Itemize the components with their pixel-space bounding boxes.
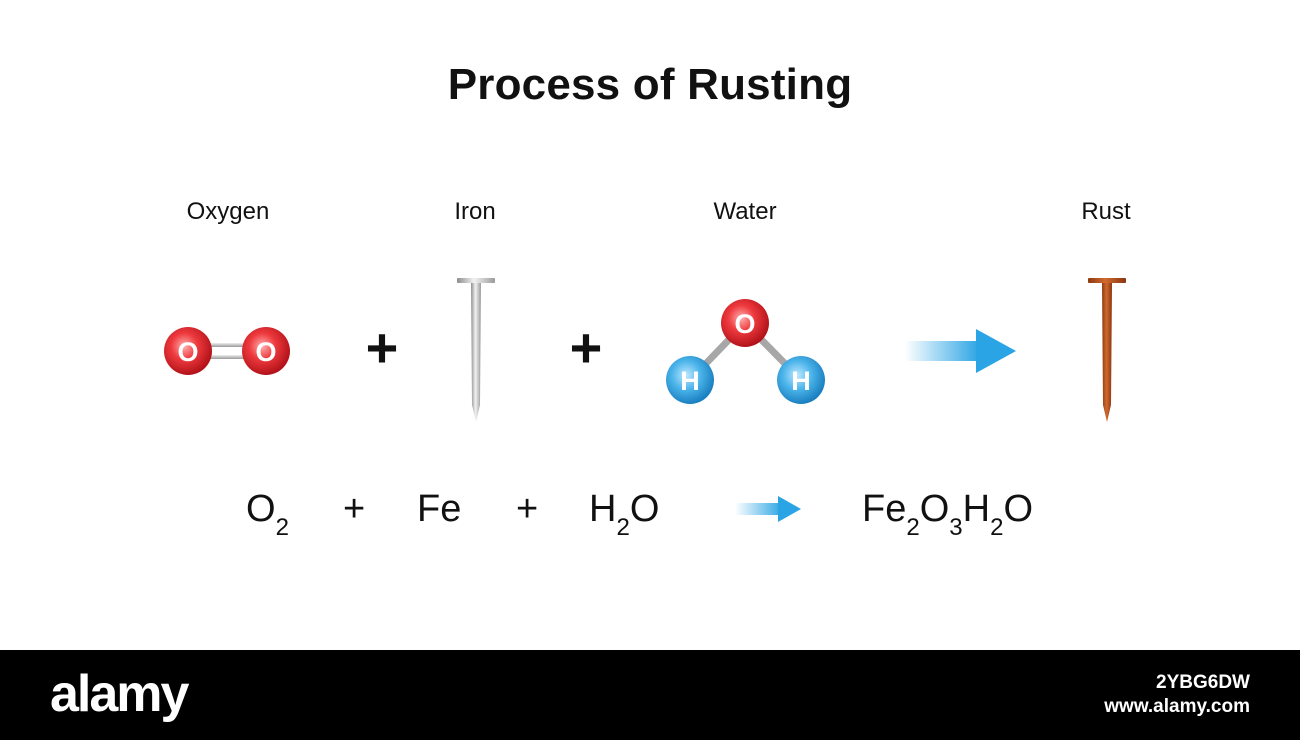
formula-rust: Fe2O3H2O <box>862 488 1034 541</box>
reaction-illustration: O O O H H <box>164 278 1126 522</box>
atom-symbol: H <box>680 366 700 396</box>
label-oxygen: Oxygen <box>186 198 270 225</box>
equation-arrow-icon <box>735 496 801 522</box>
label-iron: Iron <box>454 198 496 225</box>
reaction-arrow-icon <box>905 329 1016 373</box>
oxygen-atom <box>164 327 212 375</box>
hydrogen-atom <box>777 356 825 404</box>
atom-symbol: O <box>177 337 198 367</box>
atom-symbol: O <box>255 337 276 367</box>
image-id: 2YBG6DW <box>1156 672 1250 693</box>
water-molecule: O H H <box>666 299 825 404</box>
atom-symbol: H <box>791 366 811 396</box>
watermark-bar <box>0 650 1300 740</box>
equation-plus: + <box>516 488 539 530</box>
equation-plus: + <box>343 488 366 530</box>
label-water: Water <box>713 198 777 225</box>
hydrogen-atom <box>666 356 714 404</box>
plus-sign: + <box>365 316 399 379</box>
oxygen-atom <box>242 327 290 375</box>
rust-nail-icon <box>1088 278 1126 422</box>
brand-logo: alamy <box>50 665 189 723</box>
formula-oxygen: O2 <box>246 488 289 541</box>
formula-water: H2O <box>589 488 660 541</box>
oxygen-molecule: O O <box>164 327 290 375</box>
formula-iron: Fe <box>417 488 462 530</box>
atom-symbol: O <box>734 309 755 339</box>
label-rust: Rust <box>1081 198 1131 225</box>
page-title: Process of Rusting <box>447 60 853 109</box>
site-url: www.alamy.com <box>1104 696 1250 717</box>
plus-sign: + <box>569 316 603 379</box>
iron-nail-icon <box>457 278 495 422</box>
oxygen-atom <box>721 299 769 347</box>
